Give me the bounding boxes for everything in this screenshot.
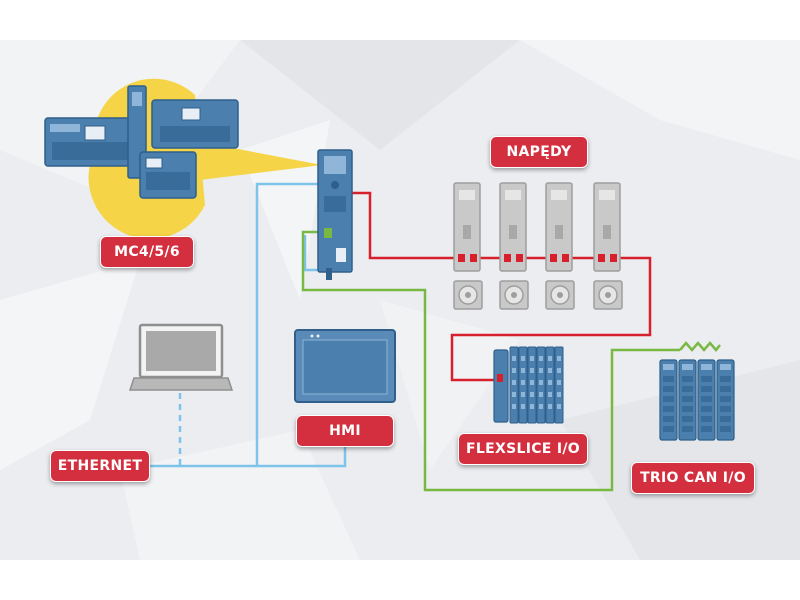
drive-links	[350, 191, 652, 382]
central-controller	[317, 149, 353, 280]
flexslice-module	[536, 346, 546, 424]
hmi-label: HMI	[296, 415, 394, 447]
drive-unit	[499, 182, 529, 310]
trio-can-label: TRIO CAN I/O	[631, 462, 755, 494]
can-io-module	[697, 359, 716, 441]
drive-unit	[453, 182, 483, 310]
motor	[545, 280, 575, 310]
motor	[593, 280, 623, 310]
drive-unit	[545, 182, 575, 310]
ethernet-label: ETHERNET	[50, 450, 150, 482]
mc-controller-group	[44, 85, 239, 199]
flexslice-module	[509, 346, 519, 424]
motor	[453, 280, 483, 310]
flexslice-module	[554, 346, 564, 424]
can-io-module	[678, 359, 697, 441]
drive-units	[453, 182, 623, 310]
motor	[499, 280, 529, 310]
hmi-panel	[294, 329, 396, 403]
trio-can-io	[659, 359, 735, 441]
can-links	[301, 230, 721, 492]
controller-label: MC4/5/6	[100, 236, 194, 268]
drive-unit	[593, 182, 623, 310]
flexslice-head	[493, 349, 509, 423]
flexslice-io	[493, 346, 564, 424]
flexslice-label: FLEXSLICE I/O	[458, 433, 588, 465]
drives-label: NAPĘDY	[490, 136, 588, 168]
flexslice-module	[545, 346, 555, 424]
flexslice-module	[527, 346, 537, 424]
can-io-module	[659, 359, 678, 441]
laptop	[128, 323, 234, 391]
flexslice-module	[518, 346, 528, 424]
can-io-module	[716, 359, 735, 441]
